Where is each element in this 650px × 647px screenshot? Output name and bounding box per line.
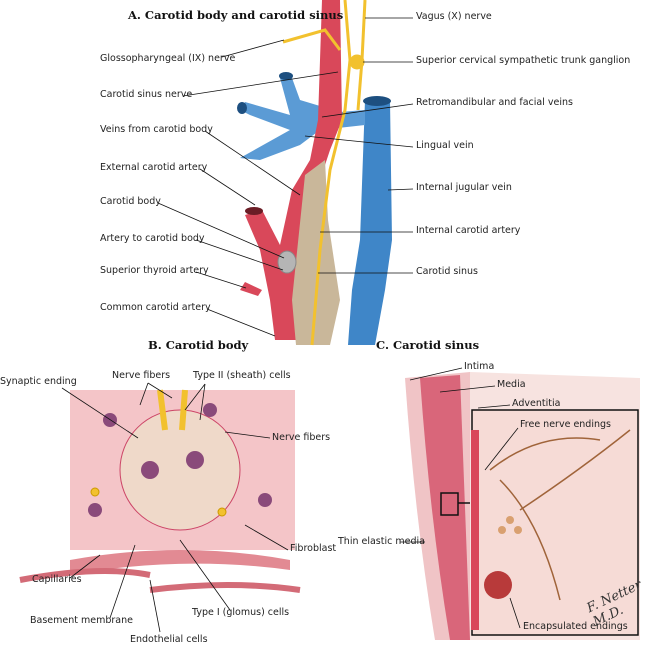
carotid-body-histology — [19, 389, 301, 593]
label-endothelial-cells: Endothelial cells — [130, 634, 208, 645]
carotid-arteries — [240, 0, 342, 340]
label-lingual-vein: Lingual vein — [416, 140, 474, 151]
label-common-carotid-artery: Common carotid artery — [100, 302, 211, 313]
label-thin-elastic-media: Thin elastic media — [338, 536, 425, 547]
label-artery-to-carotid-body: Artery to carotid body — [100, 233, 205, 244]
label-intima: Intima — [464, 361, 495, 372]
label-type-i-glomus-cells: Type I (glomus) cells — [192, 607, 290, 618]
label-free-nerve-endings: Free nerve endings — [520, 419, 611, 430]
label-type-ii-cells: Type II (sheath) cells — [193, 370, 291, 381]
label-internal-jugular-vein: Internal jugular vein — [416, 182, 512, 193]
label-superior-cervical-ganglion: Superior cervical sympathetic trunk gang… — [416, 55, 631, 66]
internal-jugular-vein — [348, 96, 392, 345]
label-glossopharyngeal-nerve: Glossopharyngeal (IX) nerve — [100, 53, 236, 64]
label-media: Media — [497, 379, 526, 390]
label-retromandibular-facial-veins: Retromandibular and facial veins — [416, 97, 573, 108]
label-encapsulated-endings: Encapsulated endings — [523, 621, 628, 632]
panel-a-title: A. Carotid body and carotid sinus — [128, 8, 344, 22]
label-veins-from-carotid-body: Veins from carotid body — [100, 124, 213, 135]
label-internal-carotid-artery: Internal carotid artery — [416, 225, 521, 236]
label-synaptic-ending: Synaptic ending — [0, 376, 77, 387]
label-nerve-fibers-top: Nerve fibers — [112, 370, 171, 381]
label-carotid-sinus: Carotid sinus — [416, 266, 478, 277]
carotid-sinus-histology — [405, 372, 640, 640]
leader-lines-b — [61, 382, 289, 633]
leader-lines-a — [157, 17, 414, 337]
label-nerve-fibers-right: Nerve fibers — [272, 432, 331, 443]
leader-lines-c — [400, 367, 521, 629]
label-external-carotid-artery: External carotid artery — [100, 162, 208, 173]
label-basement-membrane: Basement membrane — [30, 615, 133, 626]
label-vagus-nerve: Vagus (X) nerve — [416, 11, 492, 22]
veins-retromandibular-facial — [237, 72, 365, 160]
panel-b-title: B. Carotid body — [148, 338, 249, 352]
panel-c-title: C. Carotid sinus — [376, 338, 480, 352]
label-carotid-body: Carotid body — [100, 196, 161, 207]
label-superior-thyroid-artery: Superior thyroid artery — [100, 265, 209, 276]
label-capillaries: Capillaries — [32, 574, 82, 585]
nerves — [277, 0, 367, 346]
label-fibroblast: Fibroblast — [290, 543, 337, 554]
label-carotid-sinus-nerve: Carotid sinus nerve — [100, 89, 193, 100]
carotid-sinus — [292, 160, 340, 345]
label-adventitia: Adventitia — [512, 398, 561, 409]
